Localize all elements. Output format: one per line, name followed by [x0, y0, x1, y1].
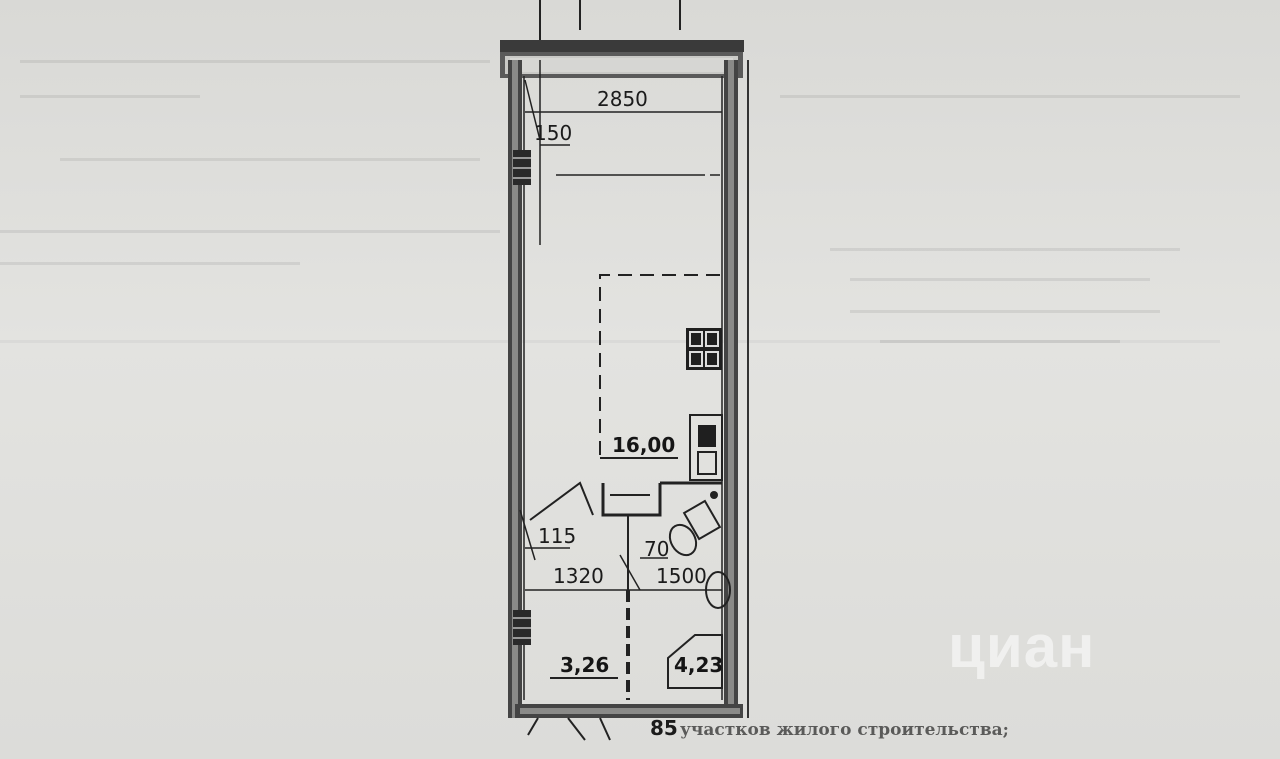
kitchen-sink-icon — [689, 414, 723, 481]
dim-115: 115 — [538, 524, 576, 548]
dim-1320: 1320 — [553, 564, 604, 588]
washbasin-icon — [705, 571, 731, 609]
background-line — [0, 230, 500, 233]
dim-85: 85 — [650, 716, 678, 740]
background-line — [830, 248, 1180, 251]
dim-2850: 2850 — [597, 87, 648, 111]
exterior-walls — [500, 0, 749, 718]
background-line — [60, 158, 480, 161]
area-main-room: 16,00 — [612, 433, 675, 457]
background-line — [880, 340, 1120, 343]
drain-icon — [710, 491, 718, 499]
dim-1500: 1500 — [656, 564, 707, 588]
stove-icon — [686, 328, 722, 370]
watermark-logo: циан — [948, 613, 1096, 680]
dimension-lines — [519, 60, 722, 591]
background-line — [780, 95, 1240, 98]
background-line — [20, 60, 490, 63]
dim-150: 150 — [534, 121, 572, 145]
entrance-door — [527, 717, 611, 741]
kitchen-zone — [599, 274, 722, 455]
background-line — [0, 262, 300, 265]
background-line — [850, 310, 1160, 313]
background-line — [20, 95, 200, 98]
dim-70: 70 — [644, 537, 669, 561]
toilet-icon — [668, 499, 722, 557]
area-bathroom: 4,23 — [674, 653, 723, 677]
footer-text: участков жилого строительства; — [680, 720, 1009, 740]
shower-icon — [667, 634, 723, 689]
background-line — [0, 340, 1220, 343]
area-hallway: 3,26 — [560, 653, 609, 677]
background-line — [850, 278, 1150, 281]
partition-walls — [529, 481, 722, 700]
